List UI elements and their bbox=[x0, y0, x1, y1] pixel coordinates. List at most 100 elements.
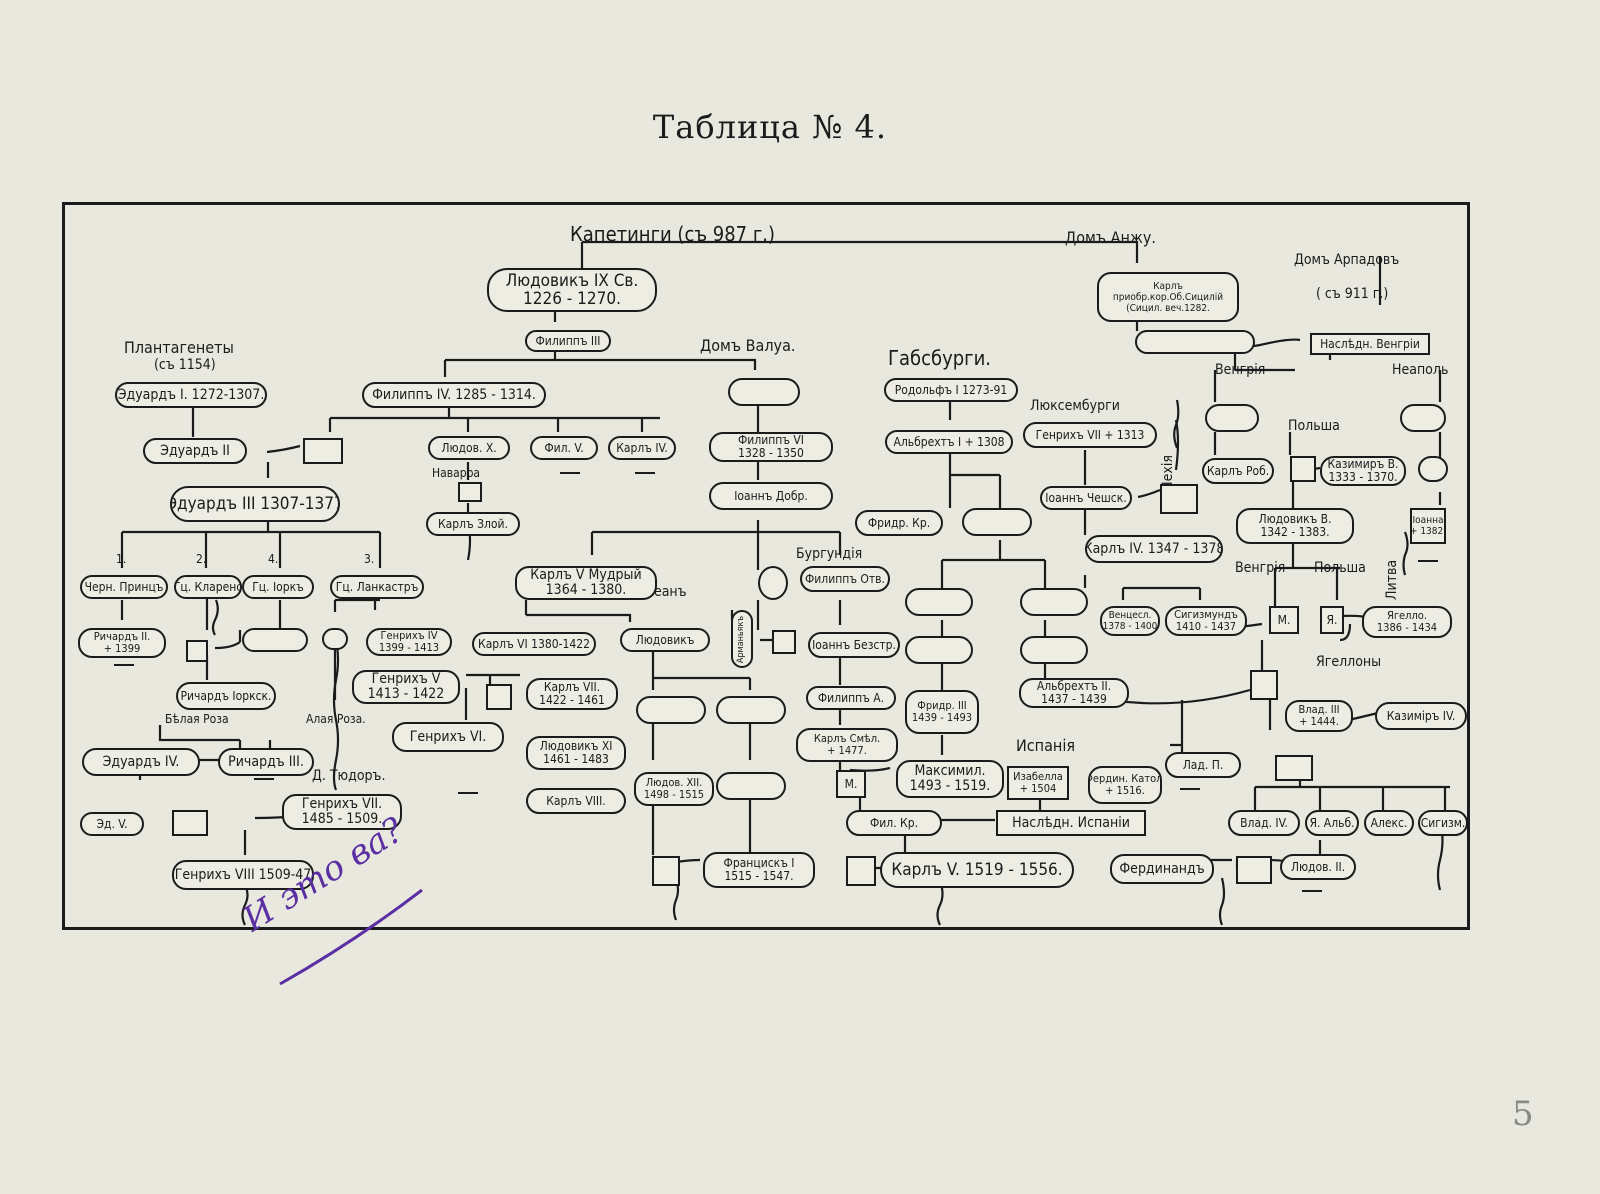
label-arpads: Домъ Арпадовъ bbox=[1294, 252, 1400, 268]
node-edward1: Эдуардъ I. 1272-1307. bbox=[115, 382, 267, 408]
node-empty-anjou-son bbox=[1135, 330, 1255, 354]
label-arpads-since: ( съ 911 г.) bbox=[1316, 286, 1389, 302]
node-empty-philippa bbox=[186, 640, 208, 662]
node-charles-robert: Карлъ Роб. bbox=[1202, 458, 1274, 484]
node-casimir4: Казиміръ IV. bbox=[1375, 702, 1467, 730]
node-philip4: Филиппъ IV. 1285 - 1314. bbox=[362, 382, 546, 408]
node-vlad4: Влад. IV. bbox=[1228, 810, 1300, 836]
node-edward3: Эдуардъ III 1307-1377 bbox=[170, 486, 340, 522]
node-empty-burgundy-wife bbox=[772, 630, 796, 654]
node-john-bohemia: Іоаннъ Чешск. bbox=[1040, 486, 1132, 510]
label-habsburgs: Габсбурги. bbox=[888, 346, 992, 370]
node-ya-jadwiga: Я. bbox=[1320, 606, 1344, 634]
label-tudors: Д. Тюдоръ. bbox=[312, 768, 386, 784]
label-hungary: Венгрія bbox=[1215, 362, 1266, 378]
node-philip3: Филиппъ III bbox=[525, 330, 611, 352]
node-richard3: Ричардъ III. bbox=[218, 748, 314, 776]
node-alex: Алекс. bbox=[1364, 810, 1414, 836]
node-louis2: Людов. II. bbox=[1280, 854, 1356, 880]
label-lithuania: Литва bbox=[1384, 559, 1400, 600]
node-charles-bold: Карлъ Смѣл.+ 1477. bbox=[796, 728, 898, 762]
node-black-prince: Черн. Принцъ bbox=[80, 575, 168, 599]
extinct-mark bbox=[458, 792, 478, 794]
node-empty-orleans-b bbox=[716, 696, 786, 724]
label-spain: Испанія bbox=[1016, 736, 1075, 755]
node-empty-habsburg-c bbox=[905, 636, 973, 664]
node-empty-elizabeth-york bbox=[172, 810, 208, 836]
node-richard2: Ричардъ II.+ 1399 bbox=[78, 628, 166, 658]
node-empty-orleans-a bbox=[636, 696, 706, 724]
node-vlad3: Влад. III+ 1444. bbox=[1285, 700, 1353, 732]
label-hungary2: Венгрія bbox=[1235, 560, 1286, 576]
node-lancaster: Гц. Ланкастръ bbox=[330, 575, 424, 599]
node-empty-elisabeth-bohemia bbox=[1160, 484, 1198, 514]
extinct-mark bbox=[1302, 890, 1322, 892]
node-philip5: Фил. V. bbox=[530, 436, 598, 460]
page-number: 5 bbox=[1512, 1094, 1534, 1134]
node-empty-habsburg-d bbox=[1020, 636, 1088, 664]
node-albrecht1: Альбрехтъ I + 1308 bbox=[885, 430, 1013, 454]
node-empty-elisabeth-lux bbox=[1250, 670, 1278, 700]
node-empty-margaret-burgundy bbox=[758, 566, 788, 600]
node-empty-charles-valois bbox=[728, 378, 800, 406]
node-charles4-emperor: Карлъ IV. 1347 - 1378 bbox=[1085, 535, 1223, 563]
label-valois: Домъ Валуа. bbox=[700, 336, 796, 355]
label-poland: Польша bbox=[1288, 418, 1340, 434]
node-york: Гц. Іоркъ bbox=[242, 575, 314, 599]
node-albrecht2: Альбрехтъ II.1437 - 1439 bbox=[1019, 678, 1129, 708]
node-charles6: Карлъ VI 1380-1422 bbox=[472, 632, 596, 656]
node-sigism: Сигизм. bbox=[1418, 810, 1468, 836]
node-empty-habsburg-b bbox=[1020, 588, 1088, 616]
node-wenceslas: Венцесл.1378 - 1400 bbox=[1100, 606, 1160, 636]
extinct-mark bbox=[1180, 788, 1200, 790]
node-hungary-heir: Наслѣдн. Венгріи bbox=[1310, 333, 1430, 355]
node-charles-evil: Карлъ Злой. bbox=[426, 512, 520, 536]
node-empty-elisabeth bbox=[1290, 456, 1316, 482]
label-number-2: 2. bbox=[196, 552, 207, 566]
node-jagiello: Ягелло.1386 - 1434 bbox=[1362, 606, 1452, 638]
node-empty-elisabeth-habsburg bbox=[1275, 755, 1313, 781]
node-empty-isabella-portugal bbox=[846, 856, 876, 886]
node-philip-bold: Филиппъ Отв. bbox=[800, 566, 890, 592]
node-empty-lancaster-son bbox=[322, 628, 348, 650]
page-title: Таблица № 4. bbox=[652, 108, 888, 146]
node-empty-hungary-branch bbox=[1205, 404, 1259, 432]
node-casimir3: Казимиръ В.1333 - 1370. bbox=[1320, 456, 1406, 486]
node-empty-jeanne-navarre bbox=[458, 482, 482, 502]
label-number-3: 3. bbox=[364, 552, 375, 566]
node-henry7-emperor: Генрихъ VII + 1313 bbox=[1023, 422, 1157, 448]
node-empty-naples-branch bbox=[1400, 404, 1446, 432]
node-ferdinand-catholic: Фердин. Катол.+ 1516. bbox=[1088, 766, 1162, 804]
label-number-4: 4. bbox=[268, 552, 279, 566]
label-luxemburgs: Люксембурги bbox=[1030, 398, 1120, 414]
node-henry8: Генрихъ VIII 1509-47 bbox=[172, 860, 314, 890]
diagram-frame bbox=[62, 202, 1470, 930]
label-naples: Неаполь bbox=[1392, 362, 1449, 378]
node-empty-anna bbox=[1236, 856, 1272, 884]
node-charles-v: Карлъ V. 1519 - 1556. bbox=[880, 852, 1074, 888]
node-john-fearless: Іоаннъ Безстр. bbox=[808, 632, 900, 658]
node-jadwiga: Іоанна+ 1382. bbox=[1410, 508, 1446, 544]
node-empty-orleans-c bbox=[716, 772, 786, 800]
node-m-maria-burgundy: М. bbox=[836, 770, 866, 798]
node-philip-good: Филиппъ А. bbox=[806, 686, 896, 710]
label-navarre: Наварра bbox=[432, 466, 481, 480]
node-clarence: Гц. Кларенс bbox=[174, 575, 242, 599]
extinct-mark bbox=[635, 472, 655, 474]
node-philip-fair: Фил. Кр. bbox=[846, 810, 942, 836]
label-anjou: Домъ Анжу. bbox=[1065, 228, 1156, 247]
node-louis-orleans: Людовикъ bbox=[620, 628, 710, 652]
extinct-mark bbox=[114, 664, 134, 666]
node-ferdinand: Фердинандъ bbox=[1110, 854, 1214, 884]
label-burgundy: Бургундія bbox=[796, 546, 863, 562]
node-empty-york-son bbox=[242, 628, 308, 652]
node-edward2: Эдуардъ II bbox=[143, 438, 247, 464]
